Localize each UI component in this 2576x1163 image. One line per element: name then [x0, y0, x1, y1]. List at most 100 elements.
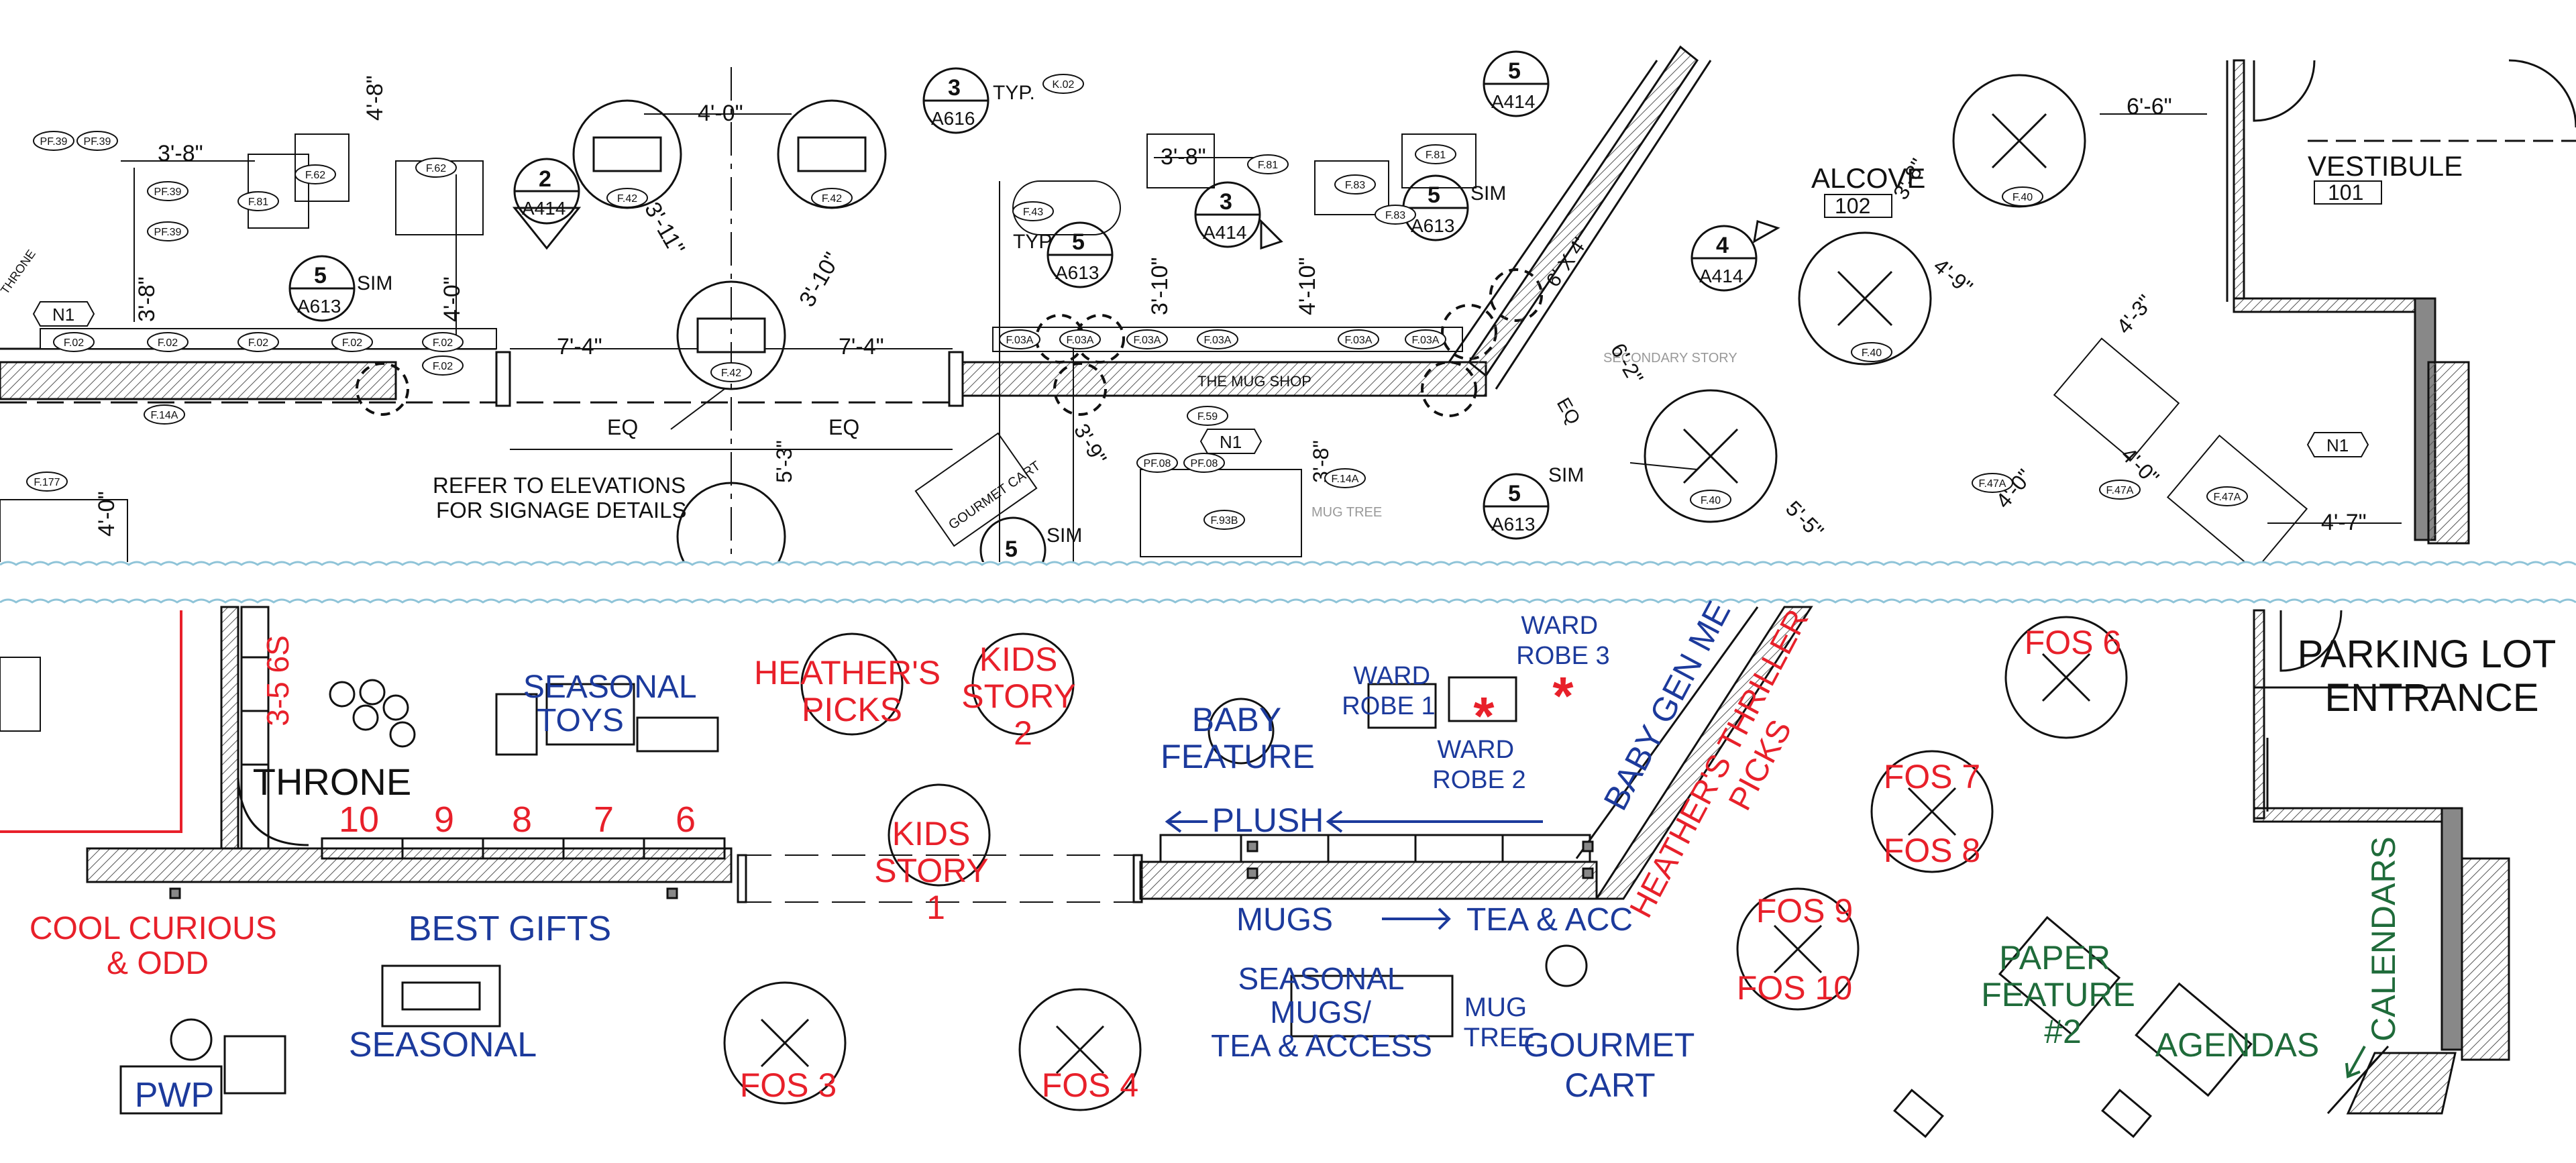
dim-9: 7'-4" [839, 334, 884, 359]
tag-t7-num: 5 [1508, 58, 1521, 84]
n1-tag-2: N1 [1220, 432, 1242, 452]
label-mug-tree: MUG TREE [1464, 993, 1536, 1052]
fixture-tag-label: F.59 [1197, 411, 1218, 423]
fixture-tag-label: F.03A [1204, 335, 1232, 346]
top-plan-text: ALCOVE 102 VESTIBULE 101 3 A616 TYP. 2 A… [0, 58, 2463, 562]
label-seasonal-mugs: SEASONAL MUGS/ TEA & ACCESS [1211, 961, 1432, 1063]
asterisk-1: * [1473, 686, 1495, 746]
label-ward-robe-1: WARD ROBE 1 [1342, 662, 1437, 720]
tag-t3-num: 5 [314, 263, 327, 288]
label-ward-robe-2-l1: WARD [1437, 736, 1514, 764]
dim-19: 6'-6" [2127, 94, 2172, 119]
label-heathers-picks-l1: HEATHER'S [754, 654, 941, 691]
tag-t5-sheet: A414 [1203, 222, 1246, 243]
label-ward-robe-2: WARD ROBE 2 [1432, 736, 1525, 794]
tag-t9-sheet: A613 [1491, 514, 1535, 535]
label-tea-acc: TEA & ACC [1466, 902, 1633, 938]
fixture-tag-oval [422, 332, 464, 352]
note-throne-top: THRONE [0, 247, 38, 297]
label-ks1-l3: 1 [926, 889, 945, 926]
label-baby-feature: BABY FEATURE [1161, 701, 1315, 775]
fixture-tag-oval [1042, 74, 1084, 94]
fixture-tag-label: F.47A [2106, 485, 2134, 496]
n1-tag-shapes [32, 301, 2369, 457]
dim-1: 3'-8" [158, 141, 203, 166]
fixture-tag-oval [1126, 329, 1168, 349]
fixture-tag-oval [1972, 473, 2013, 493]
label-fos-6: FOS 6 [2025, 624, 2121, 661]
tag-t10-num: 5 [1005, 537, 1018, 562]
fixture-tag-label: F.14A [1332, 474, 1359, 485]
room-alcove-number: 102 [1835, 194, 1870, 218]
red-wall-line [0, 610, 182, 833]
tag-t3-note: SIM [357, 272, 392, 294]
label-kids-story-2-l2: STORY [961, 677, 1075, 715]
fixture-tag-oval [237, 191, 279, 211]
note-refer-elevations: REFER TO ELEVATIONS [433, 473, 686, 498]
fixture-tag-oval [710, 362, 752, 382]
fixture-tag-oval [1851, 342, 1892, 362]
label-mugs: MUGS [1236, 902, 1333, 938]
label-fos-7: FOS 7 [1884, 758, 1980, 795]
label-kids-story-1: KIDS STORY 1 [874, 815, 997, 926]
fixture-tag-label: F.42 [822, 193, 842, 205]
label-ward-robe-3-l2: ROBE 3 [1516, 642, 1609, 670]
label-heathers-picks: HEATHER'S PICKS [754, 654, 950, 728]
label-mt-l1: MUG [1464, 993, 1527, 1022]
tag-t9-note: SIM [1548, 464, 1584, 486]
tag-t2-sheet: A414 [522, 198, 566, 219]
bay-number-8: 8 [512, 799, 532, 840]
asterisk-2: * [1552, 666, 1574, 726]
dim-22: 4'-3" [2112, 290, 2158, 339]
fixture-tag-label: F.03A [1006, 335, 1034, 346]
top-architectural-plan [0, 45, 2576, 592]
dim-10: EQ [607, 415, 638, 439]
label-baby-feature-l2: FEATURE [1161, 738, 1315, 775]
fixture-tag-label: F.02 [342, 337, 362, 349]
dim-12: 5'-3" [772, 440, 796, 483]
fixture-tag-label: F.40 [2012, 192, 2033, 203]
fixture-tag-label: PF.39 [154, 227, 182, 238]
fixture-tag-oval [1334, 174, 1376, 195]
label-kids-story-2-l3: 2 [1014, 714, 1032, 752]
label-cco-l2: & ODD [107, 946, 209, 981]
room-vestibule-name: VESTIBULE [2308, 150, 2463, 182]
tag-t6-num: 5 [1428, 182, 1440, 208]
fixture-tag-label: F.83 [1345, 180, 1365, 191]
tag-t4-note: TYP [1013, 231, 1052, 253]
fixture-tag-label: F.177 [34, 477, 60, 488]
label-ward-robe-2-l2: ROBE 2 [1432, 766, 1525, 794]
label-cool-curious-odd: COOL CURIOUS & ODD [30, 911, 286, 981]
label-ks1-l2: STORY [874, 852, 988, 889]
dim-27: 4'-7" [2321, 510, 2367, 535]
fixture-tag-oval [26, 472, 68, 492]
dim-8: 7'-4" [557, 334, 602, 359]
label-cco-l1: COOL CURIOUS [30, 911, 277, 946]
fixture-tag-oval [1059, 329, 1101, 349]
fixture-tag-label: F.03A [1412, 335, 1440, 346]
fixture-tag-oval [1136, 453, 1178, 473]
fixture-tag-label: F.02 [248, 337, 268, 349]
fixture-tag-oval [1415, 144, 1456, 164]
fixture-tag-label: F.02 [158, 337, 178, 349]
fixture-tag-label: F.83 [1385, 210, 1405, 221]
bay-number-10: 10 [339, 799, 379, 840]
fixture-tag-label: F.42 [617, 193, 637, 205]
label-ple-l2: ENTRANCE [2324, 676, 2538, 720]
label-seasonal-toys-l2: TOYS [537, 703, 624, 738]
fixture-tag-label: F.03A [1067, 335, 1094, 346]
dim-6: 3'-11" [639, 198, 690, 260]
dim-4: 3'-8" [134, 276, 160, 322]
fixture-tag-oval [1405, 329, 1446, 349]
fixture-tag-oval [999, 329, 1040, 349]
vestibule-walls [2226, 59, 2576, 545]
fixture-tag-oval [147, 332, 189, 352]
tag-t4-sheet: A613 [1055, 262, 1099, 283]
fixture-tag-oval [1187, 406, 1228, 426]
fixture-tag-label: F.02 [433, 337, 453, 349]
n1-tag-1: N1 [52, 304, 74, 325]
fixture-tag-label: PF.08 [1144, 458, 1171, 469]
label-ward-robe-3-l1: WARD [1521, 612, 1598, 640]
